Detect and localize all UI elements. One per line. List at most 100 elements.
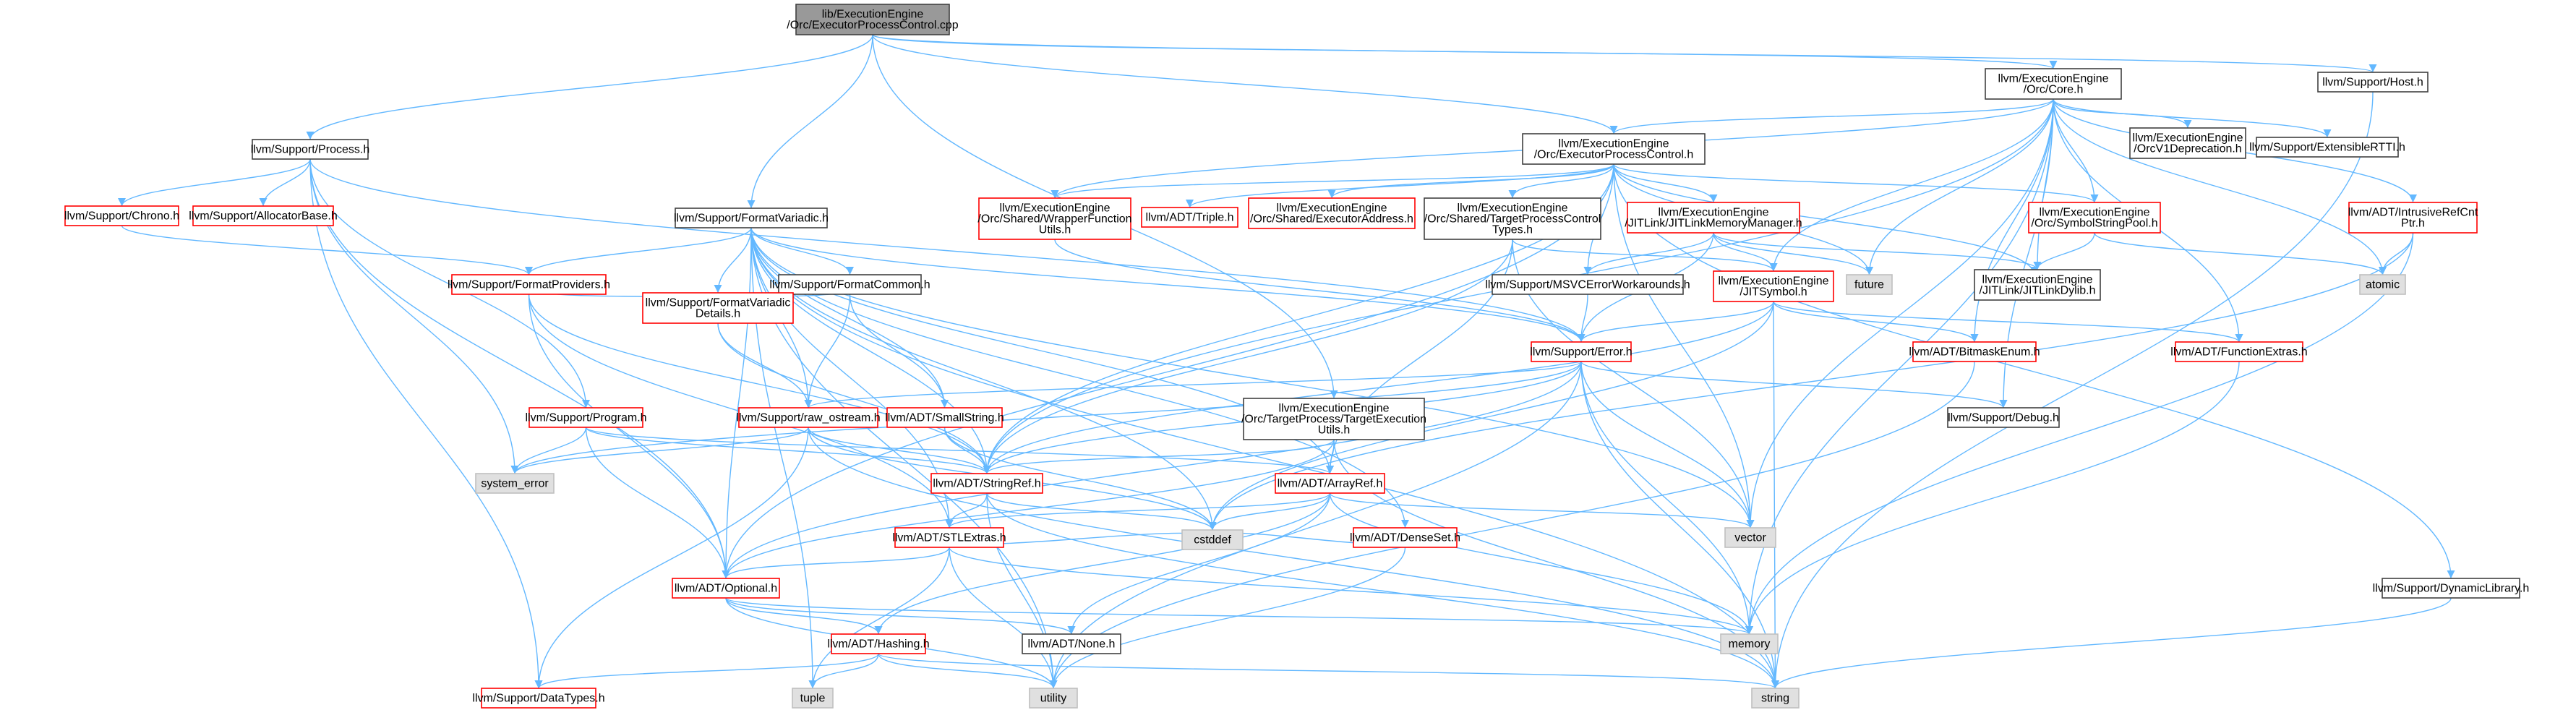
graph-node-arrayref[interactable]: llvm/ADT/ArrayRef.h [1275,473,1385,494]
edge-optional-to-memory [725,597,1753,635]
graph-node-formatvariadic[interactable]: llvm/Support/FormatVariadic.h [674,208,829,228]
edge-core-to-atomic [2053,98,2387,275]
node-label: tuple [800,693,826,705]
node-box [672,578,780,599]
node-label: future [1854,279,1884,291]
graph-node-jitlinkmm[interactable]: llvm/ExecutionEngine/JITLink/JITLinkMemo… [1625,202,1802,234]
node-label: /JITLink/JITLinkDylib.h [1980,285,2096,297]
edge-root-to-process [306,34,873,140]
node-box [2129,127,2246,159]
graph-node-process[interactable]: llvm/Support/Process.h [251,139,370,160]
edge-chrono-to-formatproviders [121,225,533,275]
edge-formatvariadic-to-error [750,227,1586,343]
edge-intrusiverc-to-memory [1745,232,2414,635]
graph-node-epc[interactable]: llvm/ExecutionEngine/Orc/ExecutorProcess… [1522,133,1706,165]
edge-error-to-memory [1580,361,1754,635]
graph-node-jitlinkdylib[interactable]: llvm/ExecutionEngine/JITLink/JITLinkDyli… [1974,269,2101,301]
edge-epc-to-mutex [1613,163,2039,275]
node-label: llvm/Support/DataTypes.h [472,693,604,705]
node-label: llvm/ExecutionEngine [1659,207,1769,219]
node-label: llvm/ADT/None.h [1028,638,1116,651]
edge-symstrpool-to-mutex [2029,232,2095,275]
graph-node-stringref[interactable]: llvm/ADT/StringRef.h [930,473,1043,494]
graph-node-densesetx[interactable]: llvm/ADT/DenseSet.h [1350,527,1460,548]
edge-tpexecutils-to-optional [722,439,1335,579]
edge-smallstring-to-cstddef [943,427,1217,531]
graph-node-dynlib[interactable]: llvm/Support/DynamicLibrary.h [2373,578,2530,599]
graph-node-orcv1[interactable]: llvm/ExecutionEngine/OrcV1Deprecation.h [2129,127,2246,159]
edge-densesetx-to-utility [1049,547,1406,689]
edge-error-to-string [1580,361,1780,689]
graph-node-symstrpool[interactable]: llvm/ExecutionEngine/Orc/SymbolStringPoo… [2028,202,2161,234]
graph-node-tpexecutils[interactable]: llvm/ExecutionEngine/Orc/TargetProcess/T… [1241,398,1426,440]
edge-error-to-rawostream [804,361,1582,409]
node-label: llvm/Support/Debug.h [1948,412,2059,424]
node-box [1029,688,1078,709]
graph-node-extrtti[interactable]: llvm/Support/ExtensibleRTTI.h [2249,137,2405,158]
node-box [451,274,607,295]
edge-core-to-memory [1745,98,2054,635]
edge-rawostream-to-systemerror [510,427,809,474]
edge-optional-to-hashing [725,597,883,635]
node-box [1243,398,1425,440]
graph-node-formatproviders[interactable]: llvm/Support/FormatProviders.h [448,274,610,295]
graph-node-formatcommon[interactable]: llvm/Support/FormatCommon.h [769,274,930,295]
edge-jitsymbol-to-bitmaskenum [1773,301,1979,343]
edge-rawostream-to-datatypes [534,427,809,689]
edge-stlextras-to-memory [949,547,1753,635]
graph-node-wrapperfn[interactable]: llvm/ExecutionEngine/Orc/Shared/WrapperF… [977,197,1132,240]
node-label: llvm/Support/DynamicLibrary.h [2373,583,2530,595]
node-box [2175,341,2303,362]
edge-program-to-arrayref [585,427,1334,474]
edge-root-to-epc [872,34,1618,134]
edge-arrayref-to-memory [1329,492,1754,635]
edge-epc-to-triple [1186,163,1614,208]
node-box [2256,137,2399,158]
node-label: llvm/Support/FormatCommon.h [769,279,930,291]
node-label: llvm/ExecutionEngine [1279,403,1390,415]
graph-node-execaddr[interactable]: llvm/ExecutionEngine/Orc/Shared/Executor… [1248,197,1416,229]
node-label: llvm/Support/raw_ostream.h [736,412,880,424]
edge-formatvariadic-to-formatcommon [750,227,855,275]
graph-node-tpctypes[interactable]: llvm/ExecutionEngine/Orc/Shared/TargetPr… [1424,197,1601,240]
node-label: /Orc/Shared/TargetProcessControl [1424,213,1601,226]
edge-formatvariadic-to-vector [750,227,1755,529]
edge-jitsymbol-to-cstddef [1208,301,1774,531]
graph-node-jitsymbol[interactable]: llvm/ExecutionEngine/JITSymbol.h [1713,270,1834,302]
graph-node-hashing[interactable]: llvm/ADT/Hashing.h [827,633,930,654]
graph-node-atomic: atomic [2359,274,2406,295]
graph-node-core[interactable]: llvm/ExecutionEngine/Orc/Core.h [1985,68,2122,100]
node-label: llvm/Support/AllocatorBase.h [189,210,337,223]
node-box [1627,202,1800,234]
edge-jitsymbol-to-stringref [983,301,1774,474]
graph-node-triple[interactable]: llvm/ADT/Triple.h [1141,207,1238,228]
node-label: Ptr.h [2401,218,2425,230]
graph-node-rawostream[interactable]: llvm/Support/raw_ostream.h [736,407,881,428]
node-box [192,205,334,226]
edge-epc-to-jitlinkmm [1613,163,1718,203]
node-label: /Orc/SymbolStringPool.h [2031,218,2157,230]
graph-node-host[interactable]: llvm/Support/Host.h [2317,72,2429,93]
node-box [481,688,596,709]
graph-node-error[interactable]: llvm/Support/Error.h [1530,341,1633,362]
graph-node-stlextras[interactable]: llvm/ADT/STLExtras.h [892,527,1006,548]
graph-node-root[interactable]: lib/ExecutionEngine/Orc/ExecutorProcessC… [787,4,959,35]
edge-formatvariadic-to-cstddef [750,227,1217,531]
graph-node-none[interactable]: llvm/ADT/None.h [1022,633,1121,654]
edge-wrapperfn-to-error [1054,239,1586,343]
edge-hashing-to-datatypes [534,653,879,689]
graph-node-msvcerr[interactable]: llvm/Support/MSVCErrorWorkarounds.h [1485,274,1690,295]
graph-node-bitmaskenum[interactable]: llvm/ADT/BitmaskEnum.h [1909,341,2040,362]
graph-node-functionextras[interactable]: llvm/ADT/FunctionExtras.h [2170,341,2308,362]
graph-node-allocbase[interactable]: llvm/Support/AllocatorBase.h [189,205,338,226]
graph-node-program[interactable]: llvm/Support/Program.h [525,407,647,428]
graph-node-chrono[interactable]: llvm/Support/Chrono.h [64,205,179,226]
node-box [1947,407,2060,428]
node-label: Utils.h [1318,424,1350,437]
graph-node-debug[interactable]: llvm/Support/Debug.h [1947,407,2060,428]
graph-node-datatypes[interactable]: llvm/Support/DataTypes.h [472,688,605,709]
graph-node-optional[interactable]: llvm/ADT/Optional.h [672,578,780,599]
graph-node-smallstring[interactable]: llvm/ADT/SmallString.h [885,407,1004,428]
